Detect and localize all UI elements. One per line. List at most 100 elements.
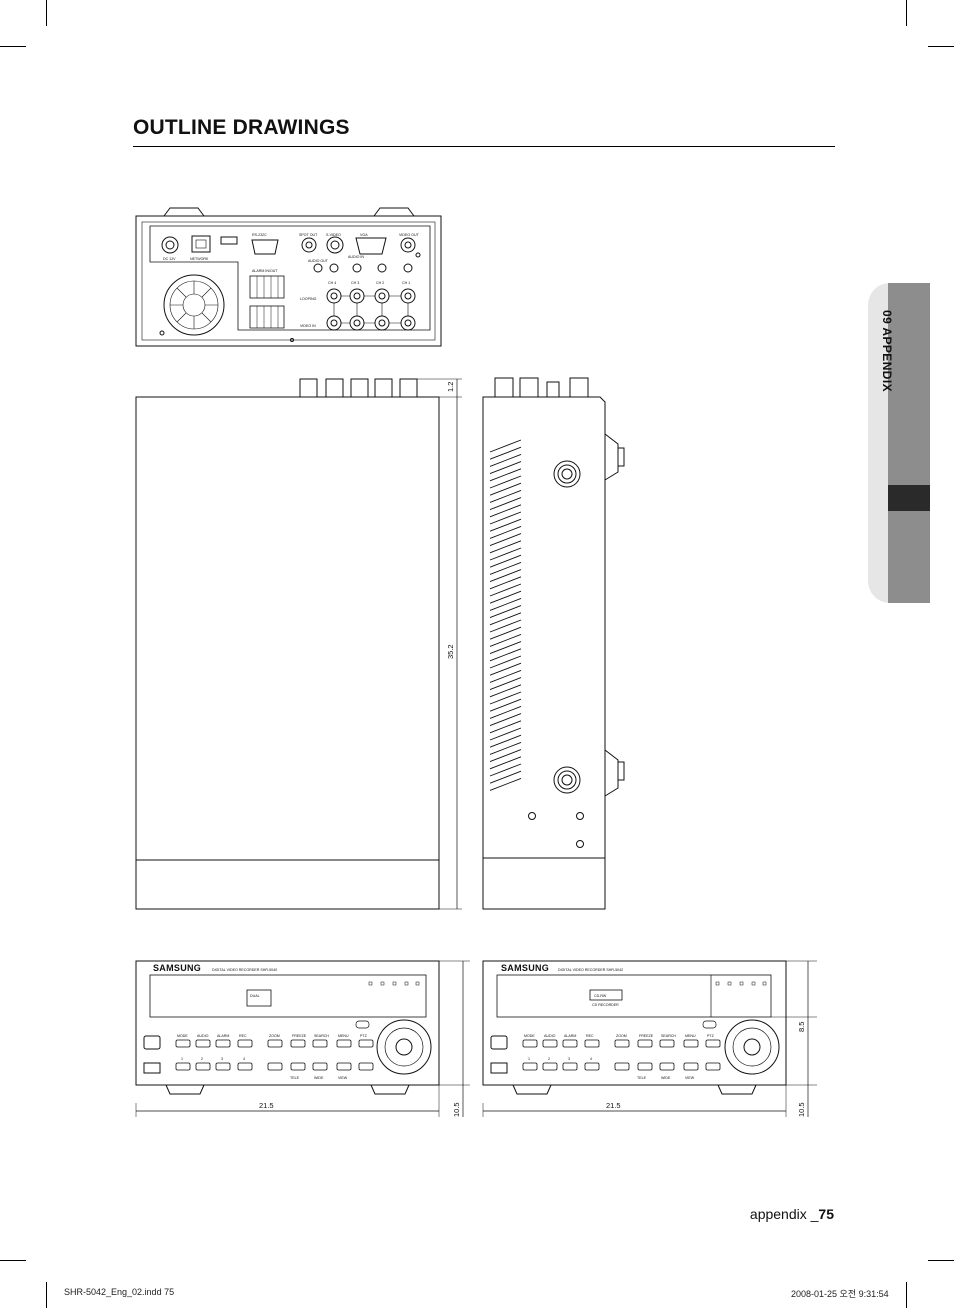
dim-panel-height: 8.5 [797,1022,806,1032]
front-left-button [290,1062,306,1071]
vent-slot [489,669,522,683]
vent-slot [489,439,522,453]
front-right-button-label: MODE [524,1034,535,1038]
front-right-button [522,1039,538,1048]
vent-slot [489,684,522,698]
front-right-number-key [584,1062,600,1071]
section-tab-marker [888,485,930,511]
vent-slot [489,554,522,568]
vent-slot [489,691,522,705]
front-left-model: DIGITAL VIDEO RECORDER SHR-5040 [212,968,277,972]
vent-slot [489,705,522,719]
crop-mark [928,1260,954,1261]
vent-slot [489,720,522,734]
front-left-number-key [215,1062,231,1071]
front-left-button-label: ZOOM [269,1034,280,1038]
front-right-brand: SAMSUNG [501,963,549,973]
front-right-button [637,1062,653,1071]
vent-slot [489,468,522,482]
vent-slot [489,633,522,647]
vent-slot [489,655,522,669]
front-right-number-key [522,1062,538,1071]
vent-slot [489,626,522,640]
vent-slot [489,504,522,518]
dim-height-left: 10.5 [452,1102,461,1117]
rear-panel-drawing [135,207,442,347]
front-left-drawing [135,960,470,1117]
vent-slot [489,583,522,597]
front-left-button [237,1039,253,1048]
vent-slot [489,446,522,460]
crop-mark [906,1282,907,1308]
vent-slot [489,597,522,611]
front-right-badge: CD-RW [594,994,607,998]
front-left-number-label: 3 [221,1057,223,1061]
front-right-button-label: SEARCH [661,1034,676,1038]
page-number-footer: appendix _75 [750,1206,834,1222]
front-left-button [358,1062,374,1071]
page-title: OUTLINE DRAWINGS [133,116,350,139]
front-right-button [659,1039,675,1048]
front-right-button [683,1062,699,1071]
front-right-button [659,1062,675,1071]
rear-port-label: SPOT OUT [299,233,318,237]
vent-slot [489,511,522,525]
vent-slot [489,648,522,662]
vent-slot [489,713,522,727]
front-left-button [290,1039,306,1048]
front-right-button [542,1039,558,1048]
front-left-button-label: MODE [177,1034,188,1038]
front-left-number-label: 1 [181,1057,183,1061]
crop-mark [0,1260,26,1261]
vent-slot [489,497,522,511]
front-left-button [195,1039,211,1048]
front-right-button [705,1062,721,1071]
vent-slot [489,590,522,604]
top-view-drawing [135,378,462,910]
print-slug-filename: SHR-5042_Eng_02.indd 75 [64,1287,175,1297]
rear-port-label: AUDIO OUT [308,259,329,263]
side-vent-slots [489,439,522,791]
front-right-number-label: 1 [528,1057,530,1061]
vent-slot [489,770,522,784]
rear-port-label: NETWORK [190,257,209,261]
front-right-button-label: ZOOM [616,1034,627,1038]
front-left-button [312,1062,328,1071]
front-left-button [215,1039,231,1048]
vent-slot [489,540,522,554]
vent-slot [489,763,522,777]
front-left-button-label: AUDIO [197,1034,209,1038]
front-right-button [683,1039,699,1048]
front-left-brand: SAMSUNG [153,963,201,973]
rear-port-label: RS-232C [252,233,267,237]
footer-prefix: appendix _ [749,1206,819,1222]
front-right-button-label: MENU [685,1034,696,1038]
vent-slot [489,453,522,467]
vent-slot [489,482,522,496]
vent-slot [489,741,522,755]
front-right-button [614,1062,630,1071]
vent-slot [489,489,522,503]
front-left-button-label: SEARCH [314,1034,329,1038]
front-right-number-label: 4 [590,1057,592,1061]
front-left-number-key [195,1062,211,1071]
vent-slot [489,605,522,619]
rear-port-label: S-VIDEO [326,233,341,237]
front-right-number-key [562,1062,578,1071]
dim-width-right: 21.5 [606,1101,621,1110]
title-divider [133,146,835,147]
rear-channel-label: CH 3 [351,281,359,285]
rear-port-label: VIDEO OUT [399,233,420,237]
vent-slot [489,777,522,791]
front-left-button-label: ALARM [217,1034,229,1038]
front-right-button-label: ALARM [564,1034,576,1038]
vent-slot [489,569,522,583]
vent-slot [489,525,522,539]
vent-slot [489,547,522,561]
front-right-badge-sub: CD RECORDER [592,1003,619,1007]
rear-port-label: VIDEO IN [300,324,316,328]
front-right-sub-label: VIEW [685,1076,695,1080]
vent-slot [489,749,522,763]
